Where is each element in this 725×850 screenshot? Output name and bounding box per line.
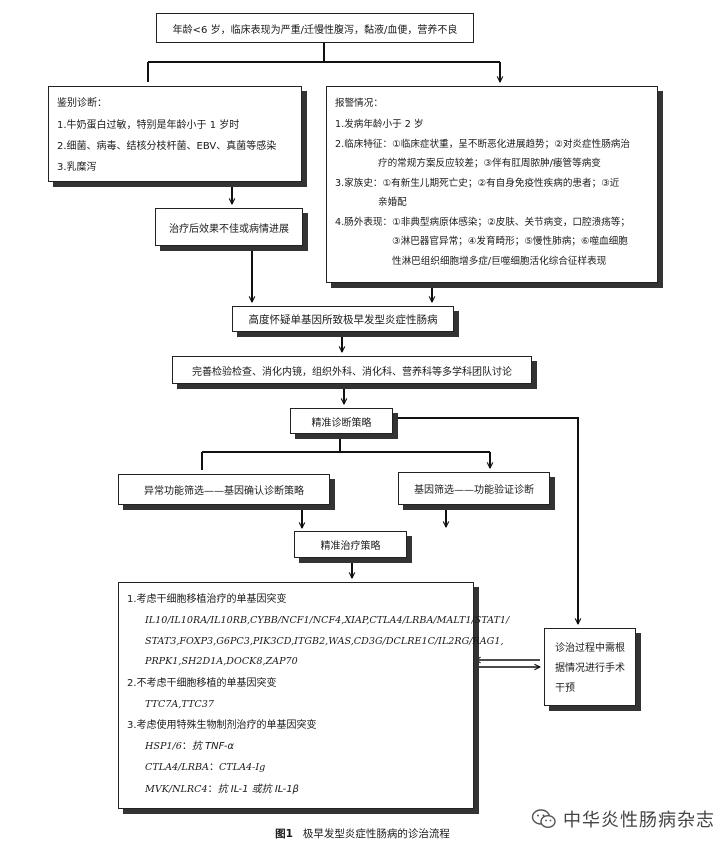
age-symptom-text: 年龄<6 岁，临床表现为严重/迁慢性腹泻，黏液/血便，营养不良 (172, 24, 458, 36)
figure-caption: 图1 极早发型炎症性肠病的诊治流程 (0, 826, 725, 841)
alarm-line-1: 1.发病年龄小于 2 岁 (335, 119, 424, 130)
arrow-dx-to-surgery (393, 417, 578, 624)
alarm-line-3: 疗的常规方案反应较差；③伴有肛周脓肿/瘘管等病变 (378, 158, 601, 169)
differential-item-1: 1.牛奶蛋白过敏，特别是年龄小于 1 岁时 (57, 120, 240, 131)
workup-box: 完善检验检查、消化内镜，组织外科、消化科、营养科等多学科团队讨论 (172, 356, 532, 384)
biologic-row-2: CTLA4/LRBA：CTLA4-Ig (145, 762, 266, 773)
biologic-row-1: HSP1/6：抗 TNF-α (145, 740, 235, 752)
surgery-intervention-box: 诊治过程中需根 据情况进行手术 干预 (544, 628, 636, 706)
precise-diagnosis-box: 精准诊断策略 (290, 408, 393, 434)
poor-response-box: 治疗后效果不佳或病情进展 (155, 208, 303, 246)
figure-label: 图1 (275, 828, 293, 840)
suspect-monogenic-box: 高度怀疑单基因所致极早发型炎症性肠病 (232, 306, 454, 332)
treatment-heading-1: 1.考虑干细胞移植治疗的单基因突变 (127, 594, 287, 605)
biologic-gene-1: HSP1/6 (145, 740, 182, 752)
differential-diagnosis-box: 鉴别诊断： 1.牛奶蛋白过敏，特别是年龄小于 1 岁时 2.细菌、病毒、结核分枝… (48, 86, 302, 182)
alarm-line-4: 3.家族史：①有新生儿期死亡史；②有自身免疫性疾病的患者；③近 (335, 177, 620, 189)
function-screening-box: 异常功能筛选——基因确认诊断策略 (118, 474, 330, 505)
biologic-drug-1: 抗 TNF-α (191, 740, 235, 752)
biologic-row-3: MVK/NLRC4：抗 IL-1 或抗 IL-1β (145, 783, 299, 795)
transplant-genes-line-3: PRPK1,SH2D1A,DOCK8,ZAP70 (145, 656, 298, 667)
gene-screening-text: 基因筛选——功能验证诊断 (414, 485, 534, 496)
biologic-drug-3: 抗 IL-1 或抗 IL-1β (217, 783, 299, 795)
non-transplant-genes: TTC7A,TTC37 (145, 698, 214, 710)
transplant-genes-line-2: STAT3,FOXP3,G6PC3,PIK3CD,ITGB2,WAS,CD3G/… (145, 635, 504, 647)
arrow-top-split (147, 43, 500, 82)
wechat-icon (531, 809, 556, 829)
biologic-drug-2: CTLA4-Ig (218, 762, 266, 773)
differential-item-3: 3.乳糜泻 (57, 162, 97, 173)
surgery-line-3: 干预 (555, 683, 575, 694)
alarm-signs-box: 报警情况： 1.发病年龄小于 2 岁 2.临床特征：①临床症状重，呈不断恶化进展… (326, 86, 658, 283)
alarm-line-5: 亲婚配 (378, 197, 407, 208)
differential-item-2: 2.细菌、病毒、结核分枝杆菌、EBV、真菌等感染 (57, 141, 277, 152)
alarm-line-2: 2.临床特征：①临床症状重，呈不断恶化进展趋势；②对炎症性肠病治 (335, 138, 630, 150)
monogenic-treatment-box: 1.考虑干细胞移植治疗的单基因突变 IL10/IL10RA/IL10RB,CYB… (118, 582, 510, 809)
biologic-gene-2: CTLA4/LRBA (145, 762, 209, 773)
precise-treatment-box: 精准治疗策略 (294, 531, 407, 558)
alarm-line-6: 4.肠外表现：①非典型病原体感染；②皮肤、关节病变，口腔溃疡等； (335, 216, 630, 228)
poor-response-text: 治疗后效果不佳或病情进展 (169, 223, 289, 235)
journal-watermark: 中华炎性肠病杂志 (531, 806, 715, 832)
surgery-line-2: 据情况进行手术 (555, 663, 625, 674)
alarm-line-8: 性淋巴组织细胞增多症/巨噬细胞活化综合征样表现 (392, 255, 607, 267)
alarm-title: 报警情况： (335, 98, 383, 109)
workup-text: 完善检验检查、消化内镜，组织外科、消化科、营养科等多学科团队讨论 (192, 366, 512, 378)
differential-title: 鉴别诊断： (57, 98, 107, 109)
arrow-bidirectional-list-surgery (475, 660, 540, 667)
alarm-line-7: ③淋巴器官异常；④发育畸形；⑤慢性肺病；⑥噬血细胞 (392, 236, 628, 247)
figure-title: 极早发型炎症性肠病的诊治流程 (302, 828, 450, 840)
gene-screening-box: 基因筛选——功能验证诊断 (398, 472, 550, 505)
age-symptom-box: 年龄<6 岁，临床表现为严重/迁慢性腹泻，黏液/血便，营养不良 (156, 13, 474, 43)
precise-treatment-text: 精准治疗策略 (320, 541, 381, 552)
precise-diagnosis-text: 精准诊断策略 (311, 417, 372, 429)
arrow-dx-split (201, 434, 490, 470)
suspect-monogenic-text: 高度怀疑单基因所致极早发型炎症性肠病 (248, 313, 438, 326)
biologic-gene-3: MVK/NLRC4 (145, 783, 208, 795)
transplant-genes-line-1: IL10/IL10RA/IL10RB,CYBB/NCF1/NCF4,XIAP,C… (145, 615, 510, 626)
watermark-text: 中华炎性肠病杂志 (563, 810, 715, 831)
surgery-line-1: 诊治过程中需根 (555, 643, 625, 654)
function-screening-text: 异常功能筛选——基因确认诊断策略 (144, 486, 304, 497)
treatment-heading-2: 2.不考虑干细胞移植的单基因突变 (127, 677, 277, 689)
treatment-heading-3: 3.考虑使用特殊生物制剂治疗的单基因突变 (127, 719, 317, 731)
